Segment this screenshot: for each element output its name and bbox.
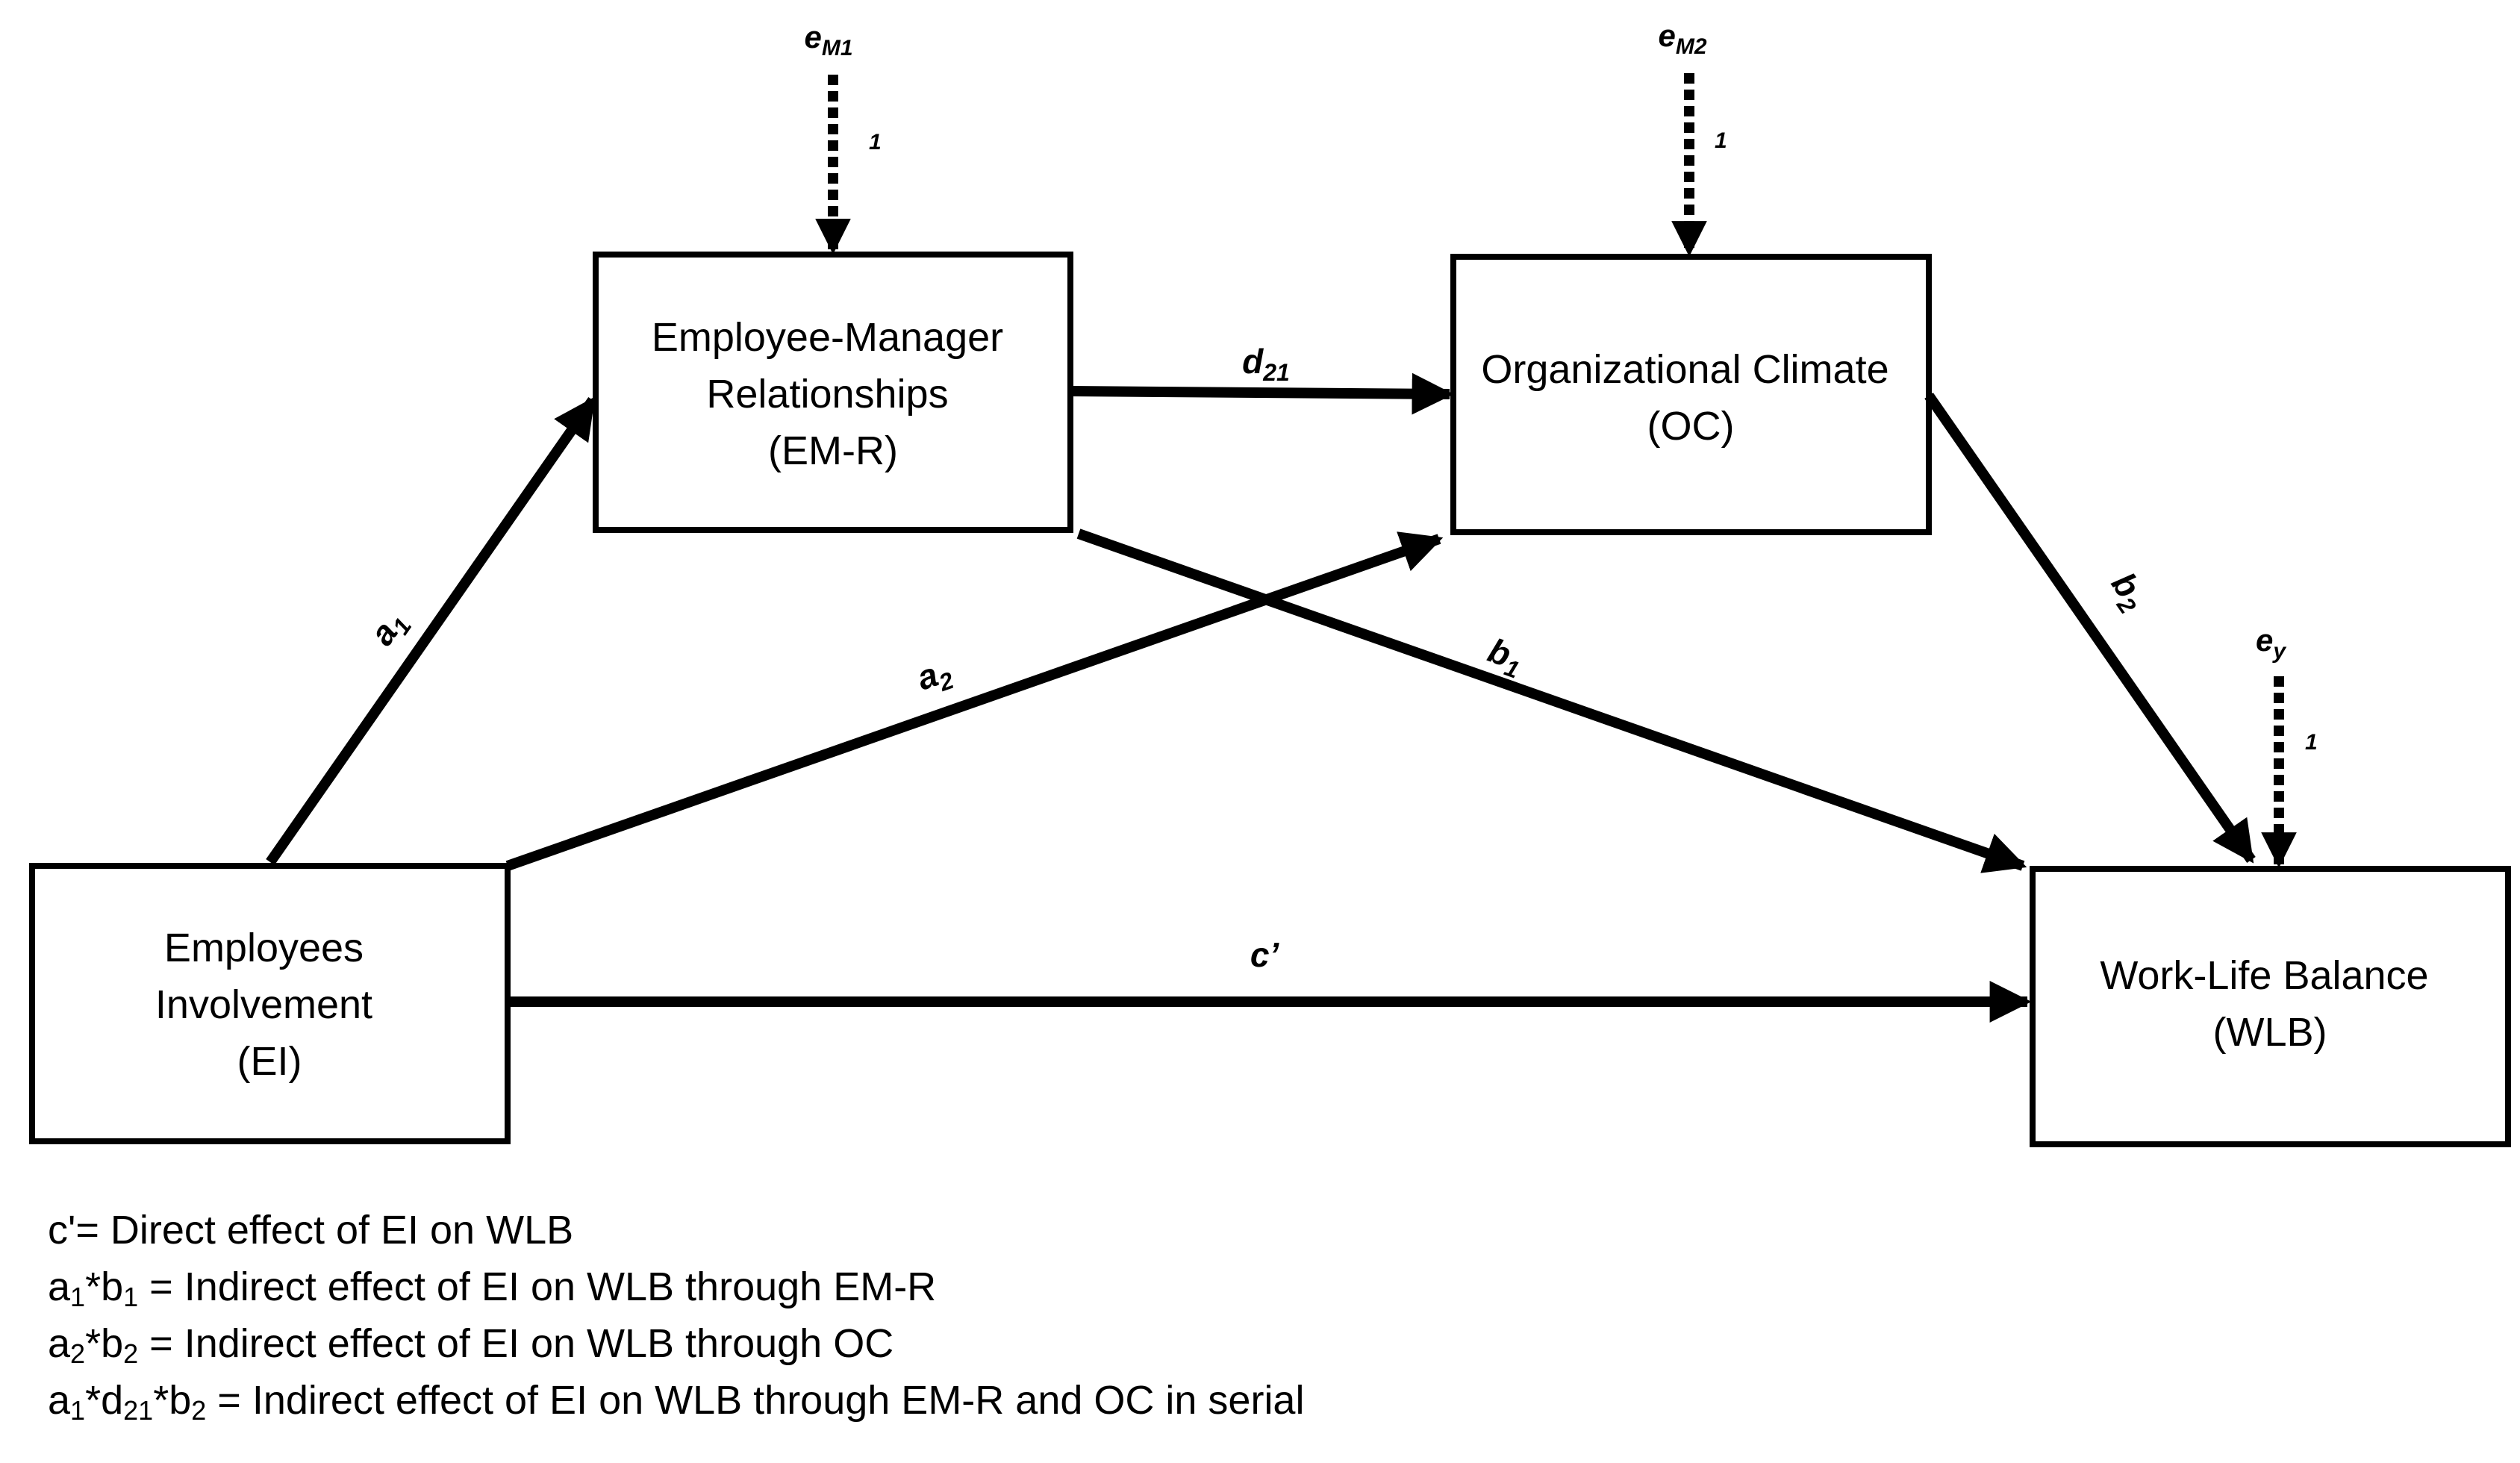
- emr-label-line: (EM-R): [768, 428, 898, 473]
- legend-term: b: [101, 1264, 124, 1309]
- emr-label-line: Relationships: [706, 372, 948, 417]
- legend-term-sub: 2: [191, 1395, 207, 1426]
- legend-term-sub: 1: [123, 1282, 139, 1312]
- error-label-ey-base: e: [2256, 623, 2273, 658]
- legend-term: a: [48, 1378, 71, 1423]
- legend-term-sub: 1: [70, 1282, 86, 1312]
- path-label-d21: d21: [1242, 342, 1290, 386]
- legend-join: *: [85, 1378, 102, 1423]
- effects-legend: c'= Direct effect of EI on WLB a1*b1 = I…: [48, 1202, 1304, 1429]
- legend-term-sub: 2: [123, 1338, 139, 1369]
- wlb-label: Work-Life Balance (WLB): [2100, 953, 2439, 1055]
- error-label-em1: eM1: [804, 19, 852, 60]
- path-label-a2: a2: [912, 650, 957, 702]
- error-label-em2-base: e: [1658, 18, 1675, 53]
- oc-label-line: (OC): [1647, 404, 1735, 449]
- oc-label-line: Organizational Climate: [1481, 347, 1889, 392]
- oc-box: [1450, 254, 1932, 535]
- path-label-d21-sub: 21: [1262, 359, 1290, 386]
- legend-term: b: [101, 1321, 124, 1366]
- error-label-ey-sub: y: [2271, 639, 2286, 664]
- mediation-diagram: Employee-Manager Relationships (EM-R) Or…: [29, 18, 2511, 1147]
- legend-text: = Direct effect of EI on WLB: [75, 1208, 574, 1253]
- error-weight-em2: 1: [1715, 128, 1727, 153]
- legend-text: = Indirect effect of EI on WLB through O…: [138, 1321, 894, 1366]
- emr-box: [593, 252, 1073, 533]
- path-label-b2: b2: [2100, 565, 2156, 619]
- path-a1-arrow: [266, 396, 597, 866]
- ei-label-line: (EI): [237, 1039, 302, 1084]
- legend-join: *: [85, 1321, 102, 1366]
- path-label-d21-base: d: [1242, 342, 1264, 381]
- path-d21-arrow: [1070, 372, 1454, 415]
- error-label-em2-sub: M2: [1676, 34, 1707, 59]
- path-b2-arrow: [1924, 393, 2256, 864]
- legend-item: a1*d21*b2 = Indirect effect of EI on WLB…: [48, 1372, 1304, 1429]
- ei-label-line: Employees: [164, 926, 364, 970]
- legend-text: = Indirect effect of EI on WLB through E…: [206, 1378, 1305, 1423]
- path-label-c-prime-base: c’: [1250, 935, 1280, 974]
- legend-item: a2*b2 = Indirect effect of EI on WLB thr…: [48, 1315, 1304, 1372]
- wlb-label-line: Work-Life Balance: [2100, 953, 2428, 998]
- emr-label: Employee-Manager Relationships (EM-R): [652, 315, 1014, 473]
- legend-term: b: [169, 1378, 192, 1423]
- legend-item: c'= Direct effect of EI on WLB: [48, 1202, 1304, 1258]
- legend-join: *: [85, 1264, 102, 1309]
- ei-box: [29, 863, 511, 1144]
- error-label-ey: ey: [2256, 623, 2286, 664]
- legend-term-sub: 2: [70, 1338, 86, 1369]
- legend-item: a1*b1 = Indirect effect of EI on WLB thr…: [48, 1258, 1304, 1315]
- emr-label-line: Employee-Manager: [652, 315, 1003, 360]
- legend-join: *: [153, 1378, 169, 1423]
- error-label-em2: eM2: [1658, 18, 1706, 59]
- path-label-a1: a1: [362, 603, 417, 655]
- legend-text: = Indirect effect of EI on WLB through E…: [138, 1264, 937, 1309]
- legend-term: c': [48, 1208, 76, 1253]
- legend-term-sub: 21: [123, 1395, 154, 1426]
- error-label-em1-base: e: [804, 19, 821, 54]
- path-b1-arrow: [1076, 528, 2027, 873]
- wlb-label-line: (WLB): [2213, 1010, 2327, 1055]
- legend-term: a: [48, 1321, 71, 1366]
- wlb-box: [2030, 866, 2511, 1147]
- legend-term-sub: 1: [70, 1395, 86, 1426]
- error-weight-em1: 1: [869, 130, 882, 155]
- path-label-b1: b1: [1482, 631, 1529, 684]
- error-label-em1-sub: M1: [822, 36, 853, 60]
- error-weight-ey: 1: [2305, 730, 2318, 755]
- legend-term: d: [101, 1378, 124, 1423]
- ei-label: Employees Involvement (EI): [155, 926, 384, 1084]
- oc-label: Organizational Climate (OC): [1481, 347, 1900, 449]
- ei-label-line: Involvement: [155, 982, 372, 1027]
- path-a2-arrow: [505, 531, 1444, 871]
- legend-term: a: [48, 1264, 71, 1309]
- path-label-c-prime: c’: [1250, 935, 1280, 974]
